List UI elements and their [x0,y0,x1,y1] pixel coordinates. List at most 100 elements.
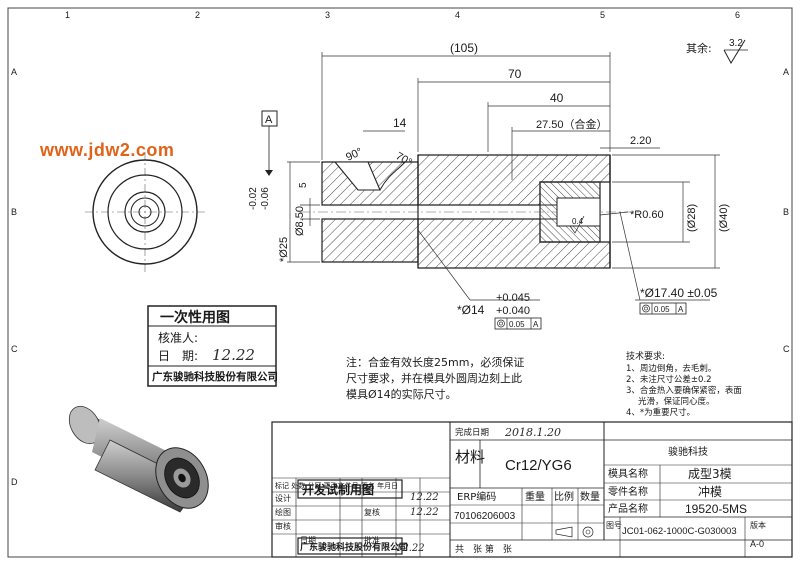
zone-letter: D [11,477,18,487]
draw-label: 绘图 [275,507,291,517]
date-label: 日期 [300,536,316,545]
company-name: 骏驰科技 [668,445,708,458]
stamp-date-label: 日 期: [158,349,198,363]
review-label: 复核 [364,507,380,517]
stamp-date-value: 12.22 [212,346,255,364]
product-name-value: 19520-5MS [685,502,747,516]
gdt-14-ref: A [533,320,539,329]
weight-label: 重量 [525,490,545,503]
stamp-sign-date: 12.22 [410,492,439,503]
technical-requirements: 技术要求: 1、周边倒角，去毛刺。 2、未注尺寸公差±0.2 3、合金热入要确保… [626,350,742,418]
erp-label: ERP编码 [457,490,496,503]
gdt-17-ref: A [678,305,684,314]
concentricity-icon [497,319,505,328]
border-zone-letters: A B C D A B C [11,67,790,487]
design-label: 设计 [275,493,291,503]
tech-item: 光滑，保证同心度。 [638,396,715,407]
stamp-approver-label: 核准人: [158,331,198,345]
version-label: 版本 [750,520,766,530]
dim-dia-17-40: *Ø17.40 ±0.05 [640,286,718,300]
revision-header: 标记 处数 分区 更改文件号 签名 年月日 [275,481,398,490]
border-zone-numbers: 1 2 3 4 5 6 [65,10,740,20]
zone-letter: A [783,67,789,77]
dim-dia-40: (Ø40) [718,204,730,232]
end-view [85,152,205,272]
projection-symbol-icon [555,526,594,538]
zone-number: 4 [455,10,460,20]
zone-letter: B [11,207,17,217]
datum-marker: A [261,110,278,176]
zone-number: 6 [735,10,740,20]
version-value: A-0 [750,539,764,549]
zone-letter: C [11,344,18,354]
dev-stamp-text: 开发试制用图 [302,482,374,497]
roughness-0-4: 0.4 [572,217,584,226]
dim-r-0-60: *R0.60 [630,209,664,221]
dim-27-50: 27.50（合金） [536,117,608,131]
dim-105: (105) [450,41,478,55]
zone-number: 2 [195,10,200,20]
roughness-symbol-icon [723,39,746,65]
roughness-small-icon [569,215,585,234]
zone-number: 3 [325,10,330,20]
tech-item: 4、*为重要尺寸。 [626,407,695,418]
note-line: 尺寸要求，并在模具外圆周边刻上此 [346,371,522,385]
tech-item: 2、未注尺寸公差±0.2 [626,374,712,385]
dimension-lines [287,52,720,301]
tech-title: 技术要求: [626,350,665,362]
gdt-17-value: 0.05 [654,305,670,314]
note-line: 模具Ø14的实际尺寸。 [346,387,457,401]
dim-dia-8-50: Ø8.50 [294,206,306,236]
scale-label: 比例 [554,490,574,503]
section-view [300,154,640,269]
check-label: 审核 [275,521,291,531]
stamp-sign-date: 12.22 [410,507,439,518]
zone-letter: C [783,344,790,354]
approve-label: 批准 [364,535,380,545]
stamp-sign-date: 12.22 [396,543,425,554]
concentricity-icon [642,304,650,313]
alloy-note: 注：合金有效长度25mm，必须保证 尺寸要求，并在模具外圆周边刻上此 模具Ø14… [346,355,524,401]
dim-40: 40 [550,91,564,105]
erp-value: 70106206003 [454,511,516,522]
tol-25-lower: -0.06 [260,187,271,210]
drawing-no-value: JC01-062-1000C-G030003 [622,526,737,537]
note-line: 注：合金有效长度25mm，必须保证 [346,355,524,369]
dimension-texts: (105) 70 40 14 27.50（合金） 2.20 90° 70° Ø8… [248,41,730,330]
tech-item: 1、周边倒角，去毛刺。 [626,363,716,374]
tol-25-upper: -0.02 [248,187,259,210]
sheet-count: 共 张 第 张 [455,543,512,555]
tol-14-upper: +0.045 [496,292,530,304]
finish-date-label: 完成日期 [455,427,489,438]
dim-dia-25: *Ø25 [278,237,290,262]
zone-number: 1 [65,10,70,20]
mold-name-label: 模具名称 [608,467,648,480]
zone-letter: B [783,207,789,217]
drawing-no-label: 图号 [606,521,622,530]
isometric-view [68,405,209,513]
dim-5: 5 [298,182,309,188]
dim-dia-14: *Ø14 [457,303,485,317]
title-block: 完成日期 2018.1.20 材料 Cr12/YG6 骏驰科技 模具名称 成型3… [271,421,793,558]
dim-14: 14 [393,116,407,130]
stamp-title: 一次性用图 [160,309,230,326]
company-stamp: 广东骏驰科技股份有限公司 [300,541,408,553]
gdt-frame-14: 0.05 A [494,317,542,330]
part-name-value: 冲模 [698,484,722,499]
finish-date-value: 2018.1.20 [504,426,561,439]
roughness-value: 3.2 [729,38,743,49]
material-label: 材料 [455,448,485,466]
tol-14-lower: +0.040 [496,305,530,317]
dim-dia-28: (Ø28) [686,204,698,232]
material-value: Cr12/YG6 [505,457,572,474]
dim-70: 70 [508,67,522,81]
one-time-use-stamp: 一次性用图 核准人: 日 期: 12.22 广东骏驰科技股份有限公司 [147,305,278,387]
development-stamp: 开发试制用图 12.22 12.22 12.22 广东骏驰科技股份有限公司 [297,479,439,555]
gdt-14-value: 0.05 [509,320,525,329]
surface-roughness: 其余: 3.2 [686,38,748,65]
product-name-label: 产品名称 [608,502,648,515]
quantity-label: 数量 [580,490,600,503]
dim-2-20: 2.20 [630,135,651,147]
zone-number: 5 [600,10,605,20]
